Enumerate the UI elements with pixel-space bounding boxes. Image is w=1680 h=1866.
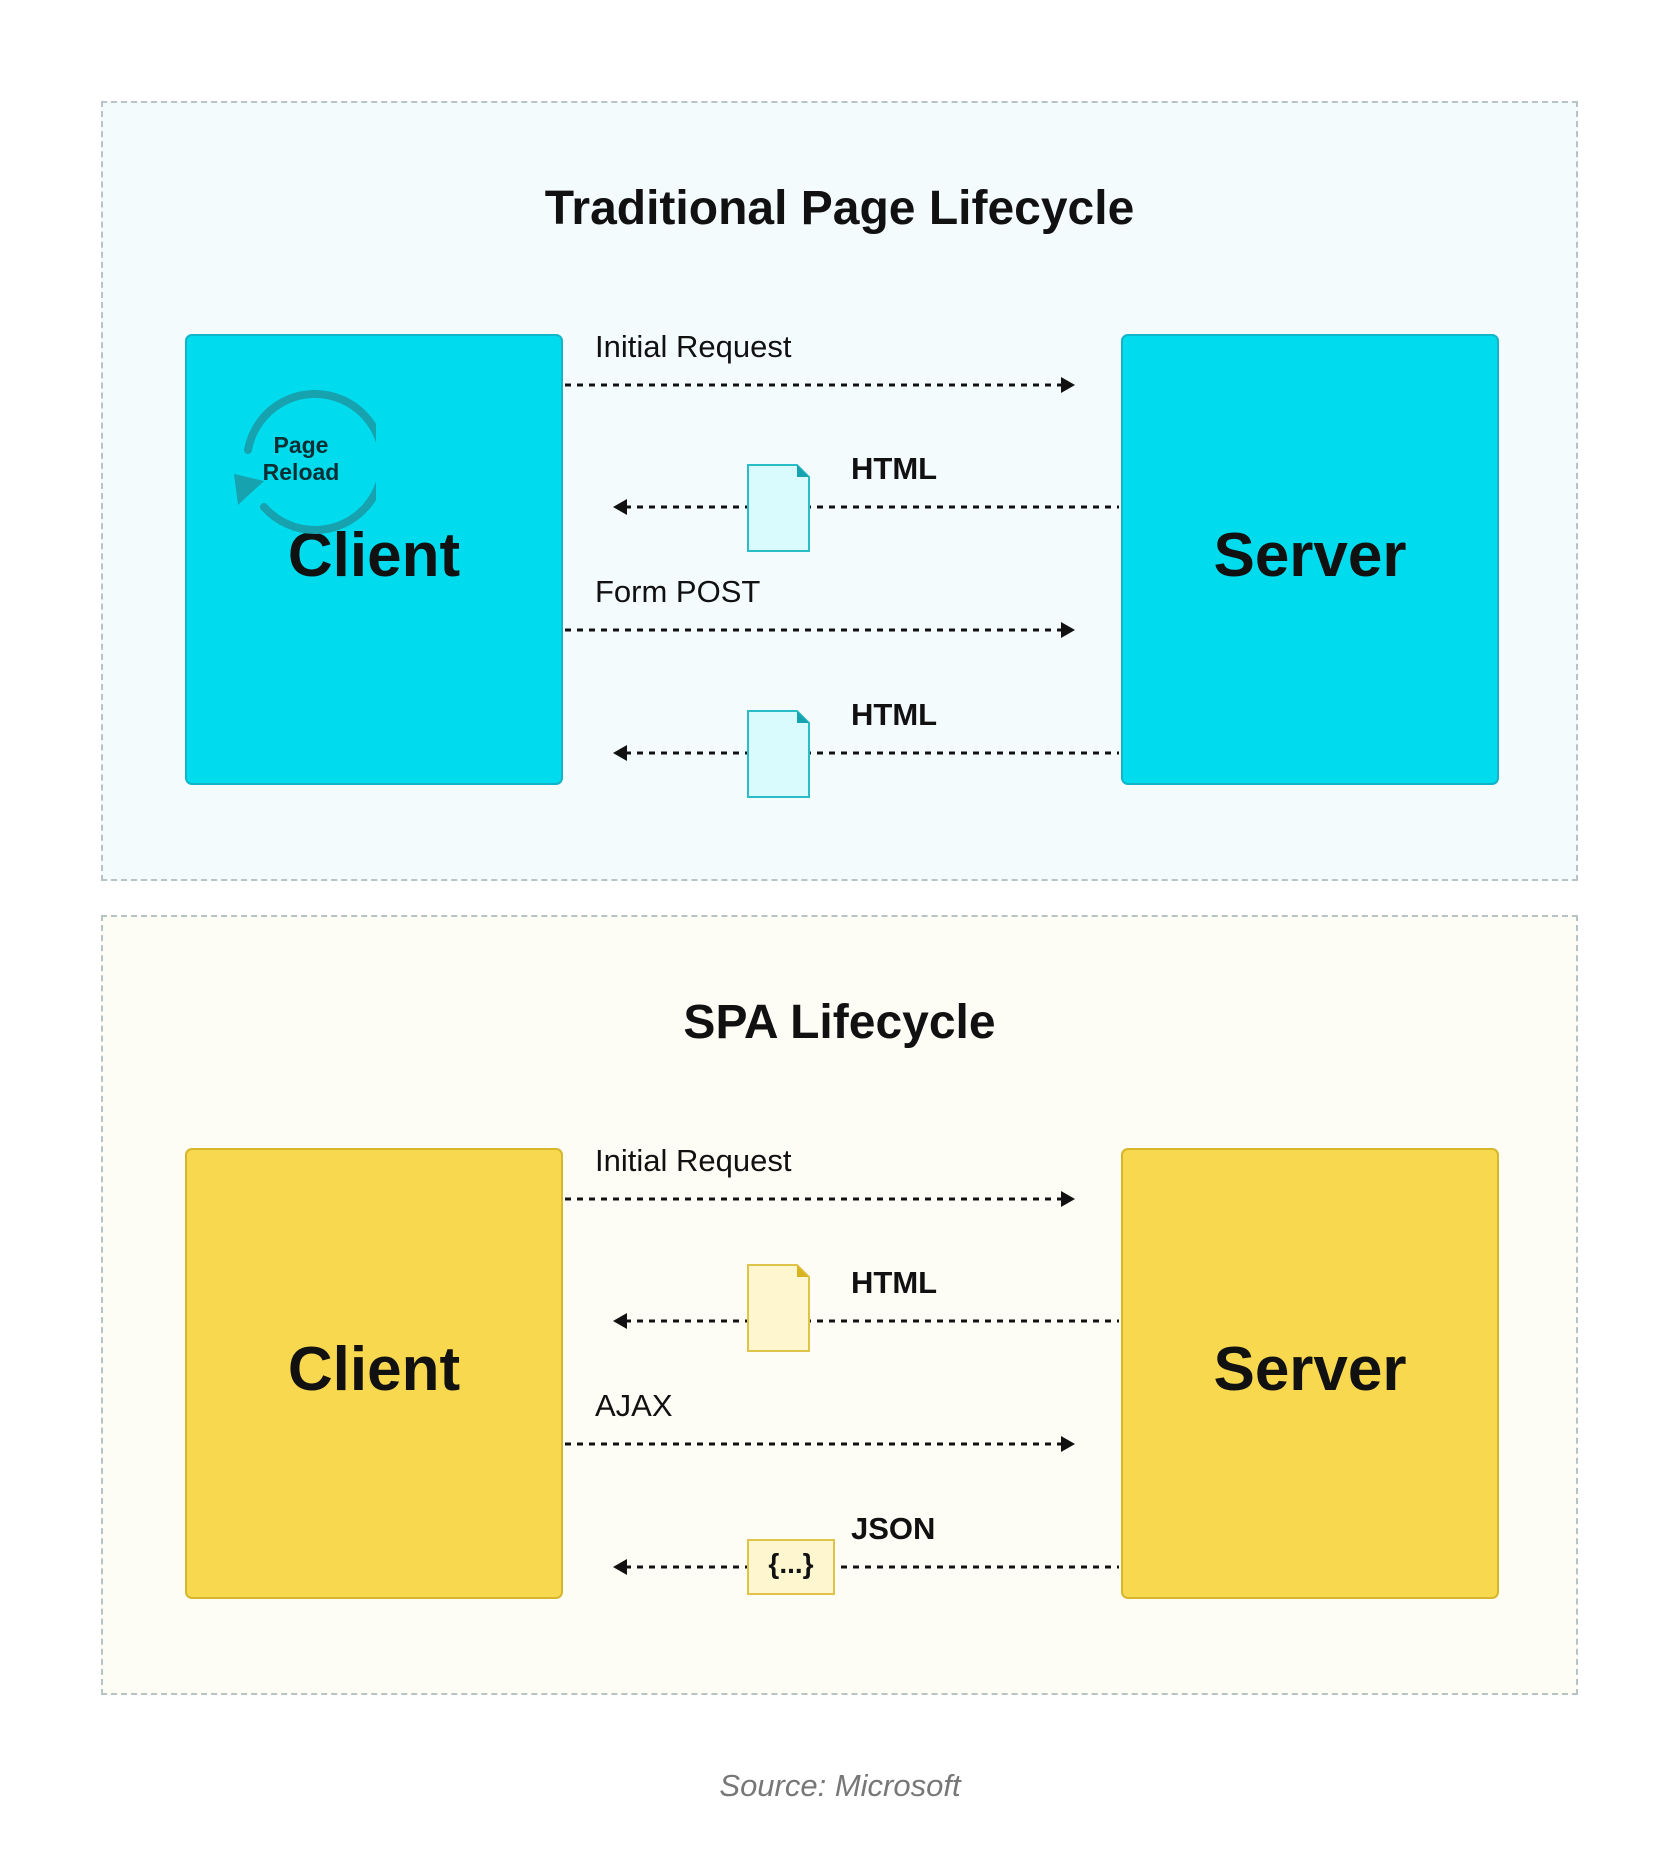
spa-initial-request-label: Initial Request [595, 1143, 792, 1178]
traditional-arrows [565, 377, 1119, 798]
spa-client-label: Client [287, 1335, 461, 1404]
spa-json-label: JSON [851, 1511, 936, 1546]
spa-lifecycle-panel: SPA Lifecycle Client Server Initial Requ… [101, 915, 1578, 1695]
spa-ajax-label: AJAX [595, 1388, 673, 1423]
page-reload-line1: Page [273, 432, 329, 458]
spa-server-label: Server [1213, 1335, 1407, 1404]
spa-panel-title: SPA Lifecycle [683, 996, 996, 1049]
spa-html-label: HTML [851, 1265, 938, 1300]
source-caption: Source: Microsoft [719, 1768, 961, 1803]
traditional-lifecycle-panel: Traditional Page Lifecycle Client Server… [101, 101, 1578, 881]
spa-client-box: Client [185, 1148, 563, 1599]
page-reload-line2: Reload [262, 459, 340, 485]
spa-arrows [565, 1191, 1119, 1595]
traditional-html-label-1: HTML [851, 451, 938, 486]
traditional-html-label-2: HTML [851, 697, 938, 732]
html-document-icon [747, 464, 810, 552]
html-document-icon-2 [747, 710, 810, 798]
spa-server-box: Server [1121, 1148, 1499, 1599]
traditional-panel-title: Traditional Page Lifecycle [544, 182, 1135, 235]
html-document-icon-spa [747, 1264, 810, 1352]
traditional-server-label: Server [1213, 521, 1407, 590]
traditional-initial-request-label: Initial Request [595, 329, 792, 364]
traditional-server-box: Server [1121, 334, 1499, 785]
traditional-form-post-label: Form POST [595, 574, 761, 609]
traditional-client-box: Client [185, 334, 563, 785]
json-badge-text: {...} [768, 1548, 814, 1579]
json-badge-box [747, 1539, 835, 1595]
